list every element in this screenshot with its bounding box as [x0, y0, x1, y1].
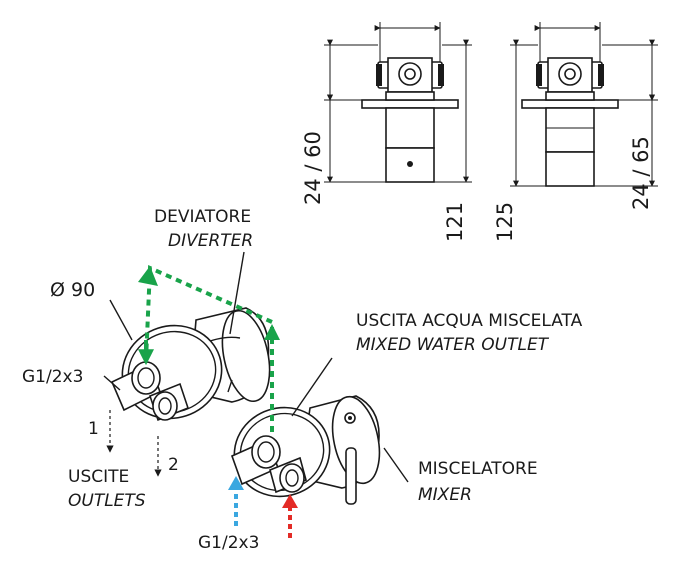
label-thread-left: G1/2x3: [22, 367, 83, 387]
label-thread-bottom: G1/2x3: [198, 533, 259, 553]
label-mixer-en: MIXER: [418, 485, 472, 505]
label-diverter-it: DEVIATORE: [154, 207, 251, 227]
label-outlets-en: OUTLETS: [68, 491, 146, 511]
dim-left-depth: 24 / 60: [301, 131, 325, 205]
dim-right-depth: 24 / 65: [629, 136, 653, 210]
blue-inlet-arrow: [228, 476, 244, 526]
outlet-arrows: [106, 410, 162, 477]
dim-left-total: 121: [443, 202, 467, 242]
leader-lines: [103, 251, 409, 483]
diverter-assembly: [110, 307, 271, 422]
side-view-diverter: [324, 22, 472, 183]
mixer-assembly: [230, 395, 381, 505]
label-diverter-en: DIVERTER: [168, 231, 253, 251]
label-mixed-it: USCITA ACQUA MISCELATA: [356, 311, 583, 331]
label-outlet-2: 2: [168, 455, 179, 475]
label-mixed-en: MIXED WATER OUTLET: [356, 335, 550, 355]
dim-right-total: 125: [493, 202, 517, 242]
label-diameter: Ø 90: [50, 279, 95, 301]
green-flow-path: [138, 264, 280, 432]
label-mixer-it: MISCELATORE: [418, 459, 538, 479]
label-outlets-it: USCITE: [68, 467, 129, 487]
side-view-mixer: [510, 22, 658, 187]
red-inlet-arrow: [282, 494, 298, 538]
label-outlet-1: 1: [88, 419, 99, 439]
